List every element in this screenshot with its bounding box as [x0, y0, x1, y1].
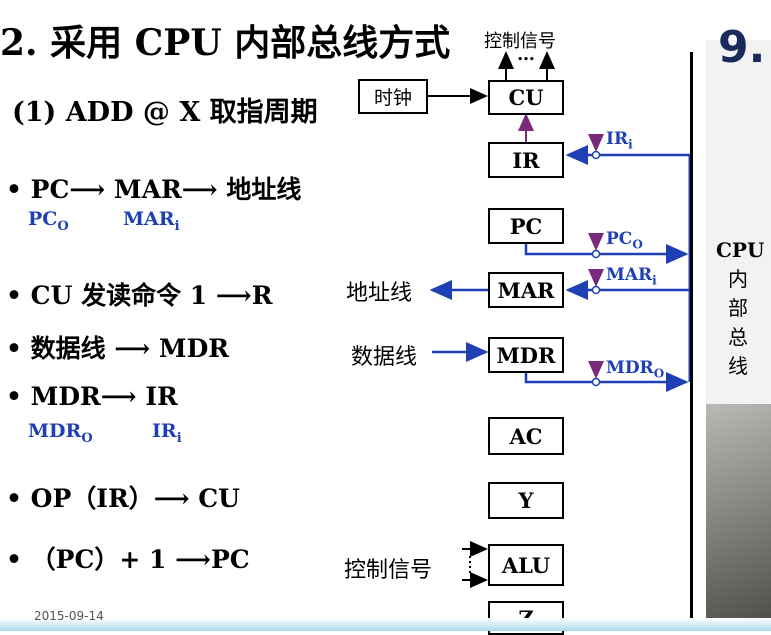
control-signal-label-bottom: 控制信号 [344, 558, 433, 583]
step-4: • MDR⟶ IR [6, 382, 178, 411]
register-pc: PC [488, 208, 564, 244]
signal-mar-in: MARi [606, 265, 657, 288]
step-2: • CU 发读命令 1 ⟶R [6, 281, 273, 310]
page-title: 2. 采用 CPU 内部总线方式 [0, 22, 451, 64]
register-cu: CU [488, 80, 564, 115]
register-ac: AC [488, 417, 564, 455]
step-3: • 数据线 ⟶ MDR [6, 334, 230, 363]
signal-ir-in: IRi [606, 129, 633, 152]
bus-label-char-3: 总 [728, 325, 748, 349]
signal-mdr-out: MDRO [606, 358, 665, 381]
section-number: 9. [718, 22, 766, 73]
register-y: Y [488, 482, 564, 519]
bus-label-char-2: 部 [728, 296, 748, 320]
register-alu: ALU [488, 544, 564, 586]
slide-date: 2015-09-14 [34, 609, 104, 623]
footer-wave [0, 618, 771, 631]
page-subtitle: (1) ADD @ X 取指周期 [12, 97, 318, 128]
clock-box: 时钟 [358, 79, 428, 114]
cpu-internal-bus [690, 52, 693, 631]
control-signal-label-top: 控制信号 [484, 31, 556, 52]
cpu-bus-label: CPU 内 部 总 线 [716, 236, 765, 381]
step-5: • OP（IR）⟶ CU [6, 484, 240, 513]
step-4-ctrl-a: MDRO [28, 420, 93, 446]
register-ir: IR [488, 142, 564, 178]
step-1: • PC⟶ MAR⟶ 地址线 [6, 175, 302, 204]
bus-label-cpu: CPU [716, 238, 765, 262]
register-mar: MAR [488, 272, 564, 308]
presenter-video [706, 404, 771, 631]
bus-label-char-1: 内 [728, 267, 748, 291]
register-mdr: MDR [488, 337, 564, 373]
signal-pc-out: PCO [606, 229, 643, 252]
address-bus-label: 地址线 [346, 281, 413, 306]
step-1-ctrl-a: PCO [28, 208, 69, 234]
bus-label-char-4: 线 [728, 354, 748, 378]
step-4-ctrl-b: IRi [152, 420, 182, 446]
step-1-ctrl-b: MARi [123, 208, 180, 234]
step-6: • （PC）+ 1 ⟶PC [6, 545, 250, 574]
data-bus-label: 数据线 [351, 345, 418, 370]
control-signal-dots: … [517, 44, 535, 65]
